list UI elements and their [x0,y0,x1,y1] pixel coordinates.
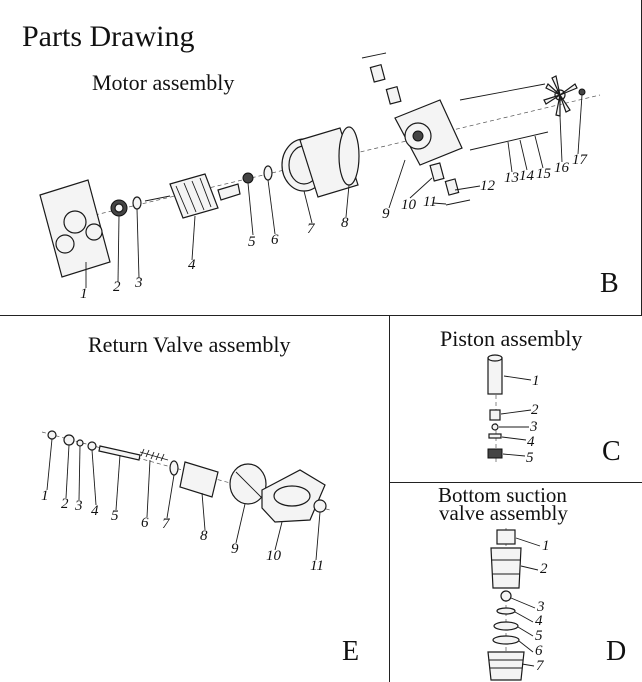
return-valve-drawing [41,430,331,523]
return-valve-part-5: 5 [111,508,119,524]
motor-part-1: 1 [80,286,88,302]
bottom-valve-title-line2: valve assembly [439,501,568,525]
motor-part-11: 11 [423,194,437,210]
panel-letter-d: D [606,636,627,667]
piston-part-1: 1 [532,373,540,389]
bottom-valve-part-2: 2 [540,561,548,577]
bottom-valve-drawing [487,528,525,681]
motor-part-13: 13 [504,170,519,186]
motor-part-5: 5 [248,234,256,250]
motor-part-6: 6 [271,232,279,248]
bottom-valve-panel [389,482,642,682]
motor-part-8: 8 [341,215,349,231]
piston-part-4: 4 [527,434,535,450]
panel-letter-b: B [600,268,619,299]
piston-assembly-title: Piston assembly [440,326,583,351]
bottom-valve-part-7: 7 [536,658,544,674]
motor-part-10: 10 [401,197,416,213]
return-valve-part-7: 7 [162,516,170,532]
piston-part-2: 2 [531,402,539,418]
return-valve-part-11: 11 [310,558,324,574]
motor-assembly-title: Motor assembly [92,70,235,95]
motor-assembly-drawing [39,52,601,278]
piston-part-3: 3 [530,419,538,435]
piston-leader-lines [499,375,532,457]
return-valve-part-4: 4 [91,503,99,519]
return-valve-part-1: 1 [41,488,49,504]
motor-part-16: 16 [554,160,569,176]
bottom-valve-part-3: 3 [537,599,545,615]
motor-part-9: 9 [382,206,390,222]
bottom-valve-part-5: 5 [535,628,543,644]
return-valve-part-3: 3 [75,498,83,514]
motor-leader-lines [85,94,583,288]
bottom-valve-part-4: 4 [535,613,543,629]
motor-part-12: 12 [480,178,495,194]
return-valve-title: Return Valve assembly [88,332,291,357]
motor-part-2: 2 [113,279,121,295]
panel-letter-c: C [602,436,621,467]
return-valve-part-2: 2 [61,496,69,512]
motor-part-7: 7 [307,221,315,237]
bottom-valve-part-6: 6 [535,643,543,659]
piston-part-5: 5 [526,450,534,466]
motor-part-17: 17 [572,152,587,168]
return-valve-part-10: 10 [266,548,281,564]
bottom-valve-title-line1: Bottom suction [438,483,567,507]
motor-part-15: 15 [536,166,551,182]
bottom-valve-part-1: 1 [542,538,550,554]
panel-letter-e: E [342,636,360,667]
motor-part-3: 3 [135,275,143,291]
return-valve-part-6: 6 [141,515,149,531]
return-valve-part-8: 8 [200,528,208,544]
return-valve-part-9: 9 [231,541,239,557]
motor-part-4: 4 [188,257,196,273]
bottom-valve-leader-lines [510,537,541,667]
motor-part-14: 14 [519,168,534,184]
piston-drawing [487,354,503,462]
return-valve-leader-lines [46,438,321,561]
page-title: Parts Drawing [22,20,195,53]
